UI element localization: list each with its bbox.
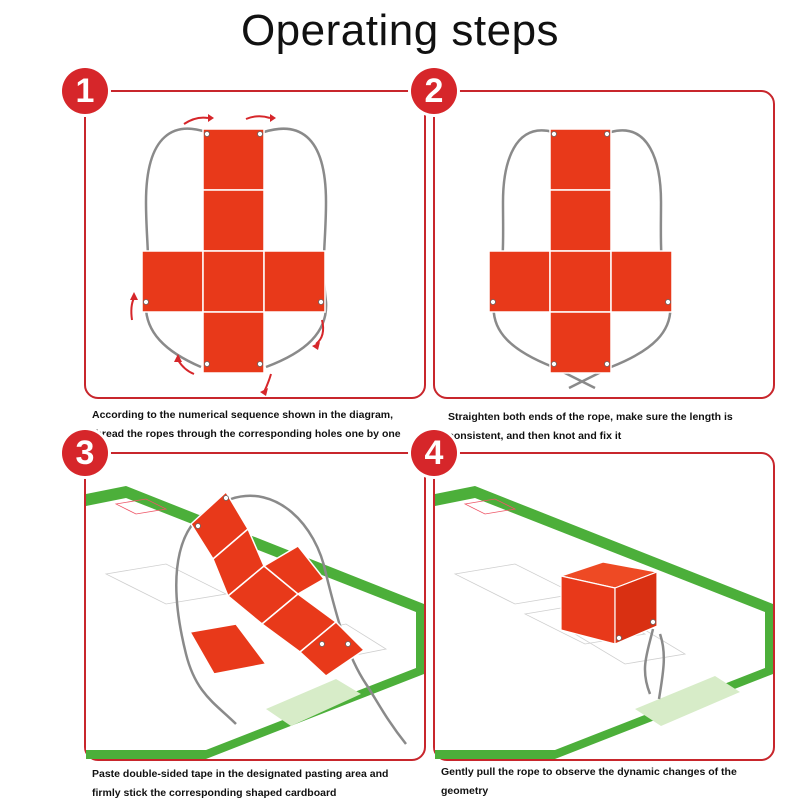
step-1-caption-line-1: According to the numerical sequence show… bbox=[92, 409, 394, 421]
step-3-caption: Paste double-sided tape in the designate… bbox=[92, 765, 388, 803]
step-3-panel: 3 bbox=[62, 430, 426, 761]
step-4-panel: 4 bbox=[411, 430, 775, 761]
cardboard-net-2 bbox=[488, 128, 673, 374]
step-1-panel: 1 bbox=[62, 68, 426, 399]
step-2-caption-line-1: Straighten both ends of the rope, make s… bbox=[448, 411, 733, 423]
direction-arrows bbox=[130, 115, 325, 393]
step-1-caption: According to the numerical sequence show… bbox=[92, 406, 401, 444]
step-1-diagram bbox=[130, 114, 328, 396]
step-1-badge: 1 bbox=[62, 68, 108, 114]
step-3-badge: 3 bbox=[62, 430, 108, 476]
step-2-caption-line-2: consistent, and then knot and fix it bbox=[448, 430, 622, 442]
step-4-badge: 4 bbox=[411, 430, 457, 476]
cube bbox=[558, 561, 660, 645]
step-3-caption-line-1: Paste double-sided tape in the designate… bbox=[92, 768, 389, 780]
cardboard-net bbox=[141, 128, 326, 374]
step-2-caption: Straighten both ends of the rope, make s… bbox=[448, 408, 733, 446]
step-2-panel: 2 bbox=[411, 68, 775, 399]
page-title: Operating steps bbox=[240, 6, 560, 55]
step-3-caption-line-2: firmly stick the corresponding shaped ca… bbox=[92, 787, 337, 799]
step-4-diagram bbox=[435, 486, 773, 759]
step-3-diagram bbox=[86, 486, 424, 759]
step-2-badge: 2 bbox=[411, 68, 457, 114]
step-2-diagram bbox=[488, 128, 673, 390]
step-4-caption: Gently pull the rope to observe the dyna… bbox=[441, 763, 737, 801]
step-4-caption-line-1: Gently pull the rope to observe the dyna… bbox=[441, 766, 737, 778]
step-4-caption-line-2: geometry bbox=[441, 785, 489, 797]
step-1-caption-line-2: thread the ropes through the correspondi… bbox=[92, 428, 401, 440]
cardboard-net-3 bbox=[188, 490, 366, 677]
